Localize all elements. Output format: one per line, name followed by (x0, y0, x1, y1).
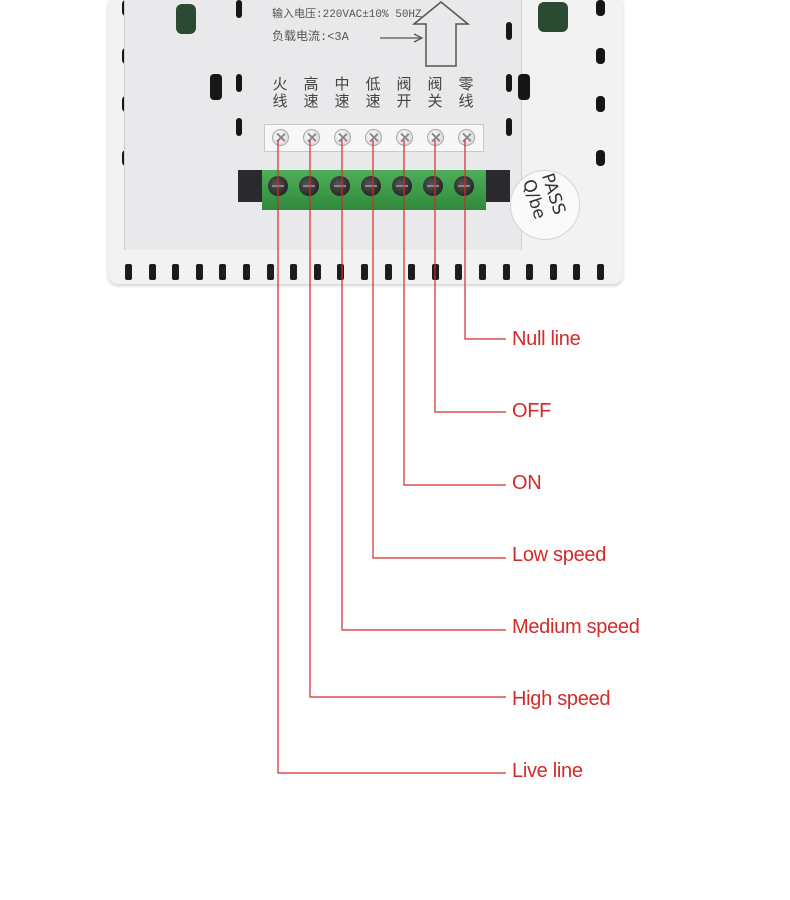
terminal-block (262, 170, 486, 210)
wire-live-line (277, 140, 506, 774)
terminal-screw-icon (361, 176, 381, 196)
mount-hole (596, 0, 605, 16)
terminal-label-7: 零线 (458, 75, 474, 110)
mount-hole (596, 150, 605, 166)
vent-slot (502, 264, 510, 280)
vent-slot (526, 264, 534, 280)
vent-slot (573, 264, 581, 280)
terminal-label-4: 低速 (365, 75, 381, 110)
vent-slot (243, 264, 250, 280)
screw-strip (264, 124, 484, 152)
label-low-speed: Low speed (512, 544, 607, 566)
terminal-screw-icon (423, 176, 443, 196)
terminal-screw-icon (454, 176, 474, 196)
mount-hole (596, 96, 605, 112)
vent-slot (597, 264, 604, 280)
wire-on (403, 140, 506, 486)
label-on: ON (512, 472, 542, 494)
terminal-screw-icon (392, 176, 412, 196)
vent-slot (384, 264, 392, 280)
terminal-label-3: 中速 (334, 75, 350, 110)
wire-null-line (464, 140, 506, 340)
terminal-label-5: 阀开 (396, 75, 412, 110)
slot-left-inner (236, 118, 242, 136)
terminal-labels: 火线 高速 中速 低速 阀开 阀关 零线 (264, 76, 484, 116)
vent-slot (479, 264, 486, 280)
screw-icon (458, 129, 475, 146)
terminal-label-2: 高速 (303, 75, 319, 110)
label-live-line: Live line (512, 760, 583, 782)
slot-left-inner (236, 74, 242, 92)
wire-high-speed (309, 140, 506, 698)
spec-voltage: 输入电压:220VAC±10% 50HZ (272, 9, 422, 21)
terminal-label-1: 火线 (272, 75, 288, 110)
up-arrow-icon (411, 1, 471, 67)
wire-medium-speed (341, 140, 506, 631)
screw-icon (303, 129, 320, 146)
pass-sticker: PASS Q/be (510, 170, 580, 240)
vent-slot (172, 264, 180, 280)
vent-slot (266, 264, 274, 280)
label-medium-speed: Medium speed (512, 616, 640, 638)
slot-right-inner (506, 118, 512, 136)
terminal-screw-icon (330, 176, 350, 196)
vent-slot (549, 264, 557, 280)
slot-right-inner (506, 74, 512, 92)
spec-current: 负载电流:<3A (272, 30, 349, 44)
label-off: OFF (512, 400, 552, 422)
vent-slot (148, 264, 156, 280)
vent-slot (408, 264, 416, 280)
latch-right (538, 2, 568, 32)
wire-off (434, 140, 506, 413)
slot-left-inner (236, 0, 242, 18)
latch-left (176, 4, 196, 34)
vent-slot (195, 264, 203, 280)
right-arrow-icon (380, 33, 424, 43)
vent-slot (125, 264, 132, 280)
wire-low-speed (372, 140, 506, 559)
label-null-line: Null line (512, 328, 581, 350)
label-high-speed: High speed (512, 688, 611, 710)
slot-right-inner (506, 22, 512, 40)
slot-right (518, 74, 530, 100)
terminal-label-6: 阀关 (427, 75, 443, 110)
vent-slot (290, 264, 298, 280)
screw-icon (272, 129, 289, 146)
slot-left (210, 74, 222, 100)
vent-slot (361, 264, 368, 280)
vent-slot (313, 264, 321, 280)
mount-hole (596, 48, 605, 64)
terminal-screw-icon (299, 176, 319, 196)
spec-text: 输入电压:220VAC±10% 50HZ 负载电流:<3A (272, 4, 422, 48)
vent-slot (219, 264, 227, 280)
vent-slot (455, 264, 463, 280)
vent-slot (337, 264, 345, 280)
